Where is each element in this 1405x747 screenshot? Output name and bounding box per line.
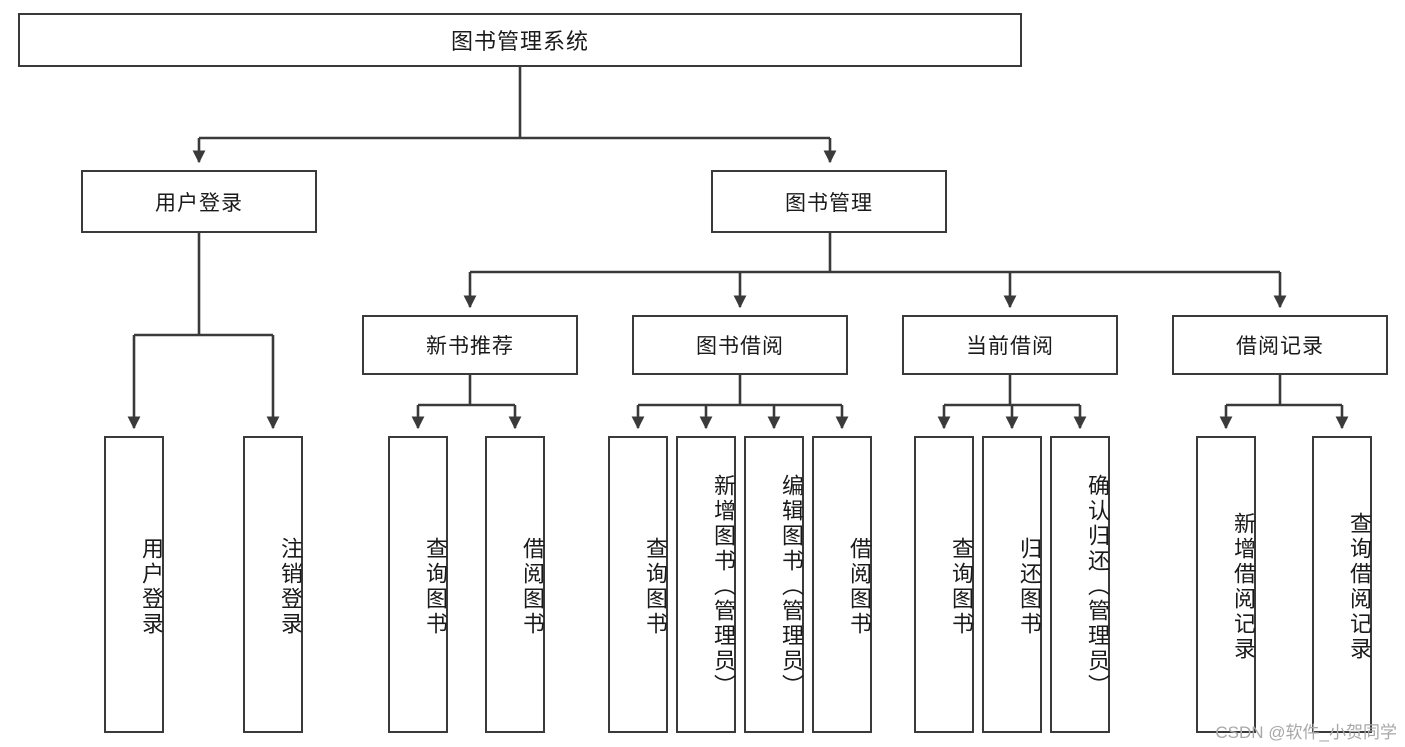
leaf-current-query-book[interactable]: 查询图书 bbox=[914, 436, 974, 733]
node-root-system[interactable]: 图书管理系统 bbox=[18, 13, 1022, 67]
leaf-current-return-book[interactable]: 归还图书 bbox=[982, 436, 1042, 733]
leaf-recommend-query-book[interactable]: 查询图书 bbox=[388, 436, 448, 733]
leaf-label: 借阅图书 bbox=[847, 536, 872, 637]
node-borrow-record[interactable]: 借阅记录 bbox=[1172, 315, 1388, 375]
leaf-label: 编辑图书（管理员） bbox=[779, 474, 804, 699]
leaf-label: 查询图书 bbox=[643, 536, 668, 637]
node-user-login-label: 用户登录 bbox=[155, 191, 243, 215]
leaf-label: 用户登录 bbox=[139, 536, 164, 637]
watermark: CSDN @软件_小贺同学 bbox=[1215, 723, 1397, 742]
leaf-current-confirm-return[interactable]: 确认归还（管理员） bbox=[1050, 436, 1110, 733]
leaf-label: 注销登录 bbox=[278, 536, 303, 637]
node-book-management[interactable]: 图书管理 bbox=[711, 170, 947, 233]
leaf-user-login-login[interactable]: 用户登录 bbox=[104, 436, 164, 733]
leaf-user-login-logout[interactable]: 注销登录 bbox=[243, 436, 303, 733]
node-current-borrow-label: 当前借阅 bbox=[966, 335, 1054, 358]
node-new-book-recommend[interactable]: 新书推荐 bbox=[362, 315, 578, 375]
leaf-label: 查询图书 bbox=[949, 536, 974, 637]
node-new-book-recommend-label: 新书推荐 bbox=[426, 335, 514, 358]
leaf-record-query-record[interactable]: 查询借阅记录 bbox=[1312, 436, 1372, 733]
node-root-label: 图书管理系统 bbox=[450, 29, 589, 54]
leaf-label: 新增图书（管理员） bbox=[711, 474, 736, 699]
leaf-borrow-add-book[interactable]: 新增图书（管理员） bbox=[676, 436, 736, 733]
leaf-label: 借阅图书 bbox=[520, 536, 545, 637]
node-book-management-label: 图书管理 bbox=[785, 191, 873, 215]
leaf-label: 新增借阅记录 bbox=[1231, 511, 1256, 662]
leaf-recommend-borrow-book[interactable]: 借阅图书 bbox=[485, 436, 545, 733]
leaf-label: 确认归还（管理员） bbox=[1085, 474, 1110, 699]
leaf-record-add-record[interactable]: 新增借阅记录 bbox=[1196, 436, 1256, 733]
leaf-borrow-query-book[interactable]: 查询图书 bbox=[608, 436, 668, 733]
leaf-label: 查询图书 bbox=[423, 536, 448, 637]
node-book-borrow[interactable]: 图书借阅 bbox=[632, 315, 848, 375]
node-borrow-record-label: 借阅记录 bbox=[1236, 335, 1324, 358]
node-user-login[interactable]: 用户登录 bbox=[81, 170, 317, 233]
leaf-borrow-edit-book[interactable]: 编辑图书（管理员） bbox=[744, 436, 804, 733]
leaf-label: 查询借阅记录 bbox=[1347, 511, 1372, 662]
leaf-borrow-borrow-book[interactable]: 借阅图书 bbox=[812, 436, 872, 733]
node-current-borrow[interactable]: 当前借阅 bbox=[902, 315, 1118, 375]
leaf-label: 归还图书 bbox=[1017, 536, 1042, 637]
node-book-borrow-label: 图书借阅 bbox=[696, 335, 784, 358]
